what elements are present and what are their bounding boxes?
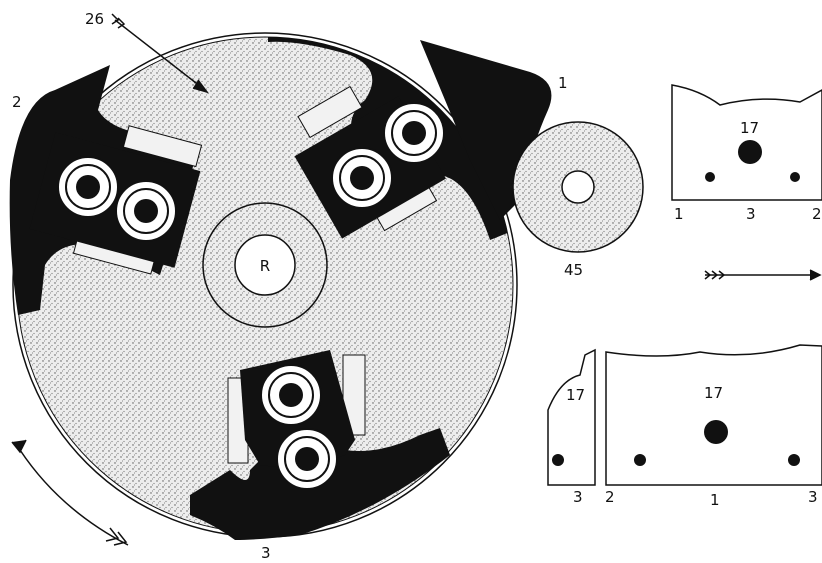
panel-bottom-left-label-3: 3 (573, 488, 583, 506)
direction-arrow (704, 269, 822, 281)
bolt-wing-1-b (331, 147, 393, 209)
label-wing-1: 1 (558, 74, 568, 92)
panel-bottom-right-label-2: 2 (605, 488, 615, 506)
arrow-26 (111, 13, 209, 94)
bolt-wing-2-a (57, 156, 119, 218)
panel-bottom-right: 17 2 1 3 (605, 344, 822, 509)
panel-bottom-right-label-3: 3 (808, 488, 818, 506)
panel-top-hole-label: 17 (740, 119, 759, 137)
label-wing-3: 3 (261, 544, 271, 562)
panel-bottom-right-label-1: 1 (710, 491, 720, 509)
label-wing-2: 2 (12, 93, 22, 111)
wheel-45: 45 (512, 121, 644, 279)
panel-bottom-left-hole-label: 17 (566, 386, 585, 404)
panel-bottom-right-hole-label: 17 (704, 384, 723, 402)
panel-top-label-1: 1 (674, 205, 684, 223)
hub-label: R (260, 257, 270, 275)
bolt-wing-3-b (276, 428, 338, 490)
label-wheel-45: 45 (564, 261, 583, 279)
hub: R (202, 202, 328, 328)
panel-top-label-2: 2 (812, 205, 822, 223)
panel-top-label-3: 3 (746, 205, 756, 223)
panel-bottom-left: 17 3 (547, 348, 596, 506)
label-26: 26 (85, 10, 104, 28)
bolt-wing-3-a (260, 364, 322, 426)
rotation-arrow (11, 439, 129, 546)
panel-top: 17 1 3 2 (671, 84, 822, 223)
bolt-wing-2-b (115, 180, 177, 242)
bolt-wing-1-a (383, 102, 445, 164)
